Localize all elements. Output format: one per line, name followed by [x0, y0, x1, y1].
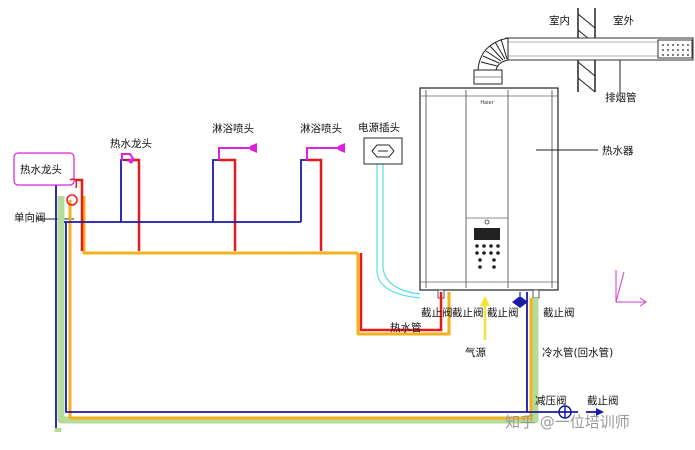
water-heater: Haier — [419, 87, 559, 299]
label-indoor: 室内 — [549, 14, 570, 27]
heater-valves — [512, 292, 528, 308]
exhaust-flue — [473, 37, 694, 85]
label-shower-1: 淋浴喷头 — [212, 122, 254, 135]
hot-tap-fixture — [121, 153, 135, 164]
shower-head-2 — [306, 143, 345, 160]
label-power-plug: 电源插头 — [358, 121, 400, 134]
label-heater: 热水器 — [602, 144, 634, 157]
label-shutoff-2: 截止阀 — [452, 306, 484, 319]
hot-pipe — [76, 158, 443, 332]
label-shutoff-1: 截止阀 — [421, 306, 453, 319]
return-pipe — [68, 196, 533, 420]
label-hot-tap: 热水龙头 — [110, 137, 152, 150]
label-shutoff-4: 截止阀 — [543, 306, 575, 319]
label-hot-tap-box: 热水龙头 — [20, 163, 62, 176]
label-gas: 气源 — [465, 346, 486, 359]
label-reducer-valve: 减压阀 — [535, 394, 567, 407]
hot-tap-box — [13, 152, 78, 206]
label-shutoff-bottom: 截止阀 — [587, 394, 619, 407]
watermark: 知乎 @一位培训师 — [505, 413, 630, 431]
label-check-valve: 单向阀 — [14, 211, 46, 224]
heater-brand: Haier — [480, 100, 494, 106]
label-exhaust-pipe: 排烟管 — [605, 91, 637, 104]
pointer-lines — [36, 60, 621, 220]
label-shutoff-3: 截止阀 — [487, 306, 519, 319]
axis-mark — [615, 270, 647, 307]
label-outdoor: 室外 — [613, 14, 634, 27]
label-hot-pipe: 热水管 — [390, 321, 422, 334]
cold-pipe-highlight — [54, 196, 539, 432]
label-shower-2: 淋浴喷头 — [300, 122, 342, 135]
shower-head-1 — [218, 143, 257, 160]
label-cold-pipe: 冷水管(回水管) — [542, 346, 613, 359]
gas-pipe — [480, 296, 490, 340]
power-cable — [363, 137, 421, 299]
bottom-valves — [558, 405, 604, 419]
